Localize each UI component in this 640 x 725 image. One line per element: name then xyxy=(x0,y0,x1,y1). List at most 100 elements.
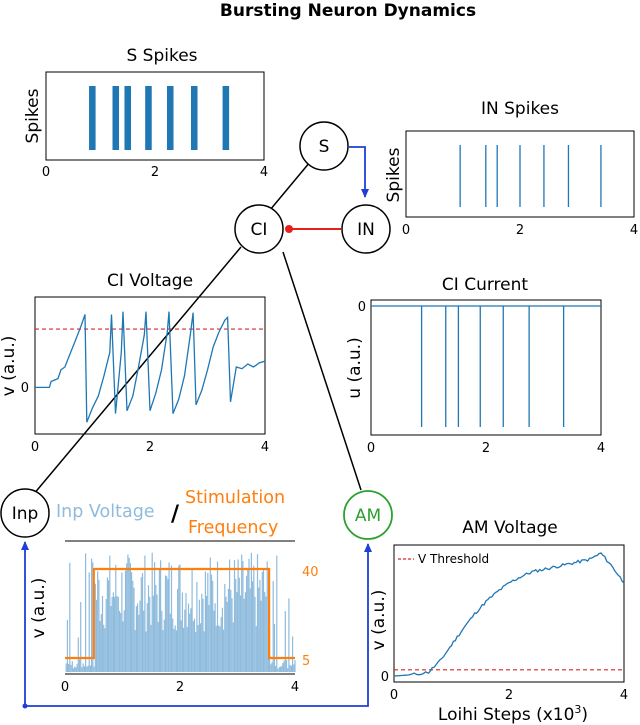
inp-voltage-bar xyxy=(80,602,82,672)
inp-voltage-bar xyxy=(248,558,250,672)
in-spikes-frame xyxy=(405,130,635,218)
edge-ci-inp xyxy=(32,246,242,496)
inp-voltage-bars xyxy=(65,552,296,672)
inp-voltage-bar xyxy=(112,592,114,672)
inp-voltage-bar xyxy=(122,621,124,672)
inp-voltage-bar xyxy=(139,600,141,672)
inp-voltage-bar xyxy=(160,560,162,672)
inp-voltage-bar xyxy=(284,611,286,672)
am-voltage-title: AM Voltage xyxy=(462,518,557,538)
inp-voltage-bar xyxy=(115,564,117,672)
ci-current-x-tick-2: 2 xyxy=(482,441,490,456)
inp-voltage-bar xyxy=(265,596,267,672)
arrow-am-feed xyxy=(25,543,372,707)
inp-voltage-bar xyxy=(76,664,78,672)
ci-current-title: CI Current xyxy=(442,275,528,295)
inp-voltage-bar xyxy=(127,554,129,672)
stim-tick-5: 5 xyxy=(302,654,310,669)
node-s: S xyxy=(299,121,349,171)
inhibit-dot xyxy=(285,225,293,233)
inp-voltage-bar xyxy=(117,596,119,672)
node-am: AM xyxy=(343,490,393,540)
stim-title-line2: Frequency xyxy=(188,518,278,538)
inp-voltage-bar xyxy=(74,666,76,672)
inp-voltage-bar xyxy=(287,668,289,672)
ci-x-tick-4: 4 xyxy=(261,440,269,455)
inp-voltage-bar xyxy=(154,562,156,672)
ci-current-marks xyxy=(371,305,601,427)
inp-voltage-bar xyxy=(173,629,175,672)
in-spikes-marks xyxy=(459,145,602,207)
inp-voltage-bar xyxy=(223,629,225,672)
inp-voltage-bar xyxy=(276,555,278,672)
inp-voltage-bar xyxy=(277,668,279,672)
ci-current-ylabel: u (a.u.) xyxy=(345,337,365,398)
inp-voltage-bar xyxy=(164,575,167,672)
inp-voltage-bar xyxy=(132,580,134,672)
inp-voltage-bar xyxy=(100,614,102,672)
inp-voltage-bar xyxy=(151,552,153,672)
inp-voltage-bar xyxy=(208,604,210,672)
s-spikes-frame xyxy=(45,71,265,161)
inp-voltage-bar xyxy=(225,596,227,672)
panel-ci-current: CI Current u (a.u.) 0 0 2 4 xyxy=(345,275,605,456)
inp-voltage-bar xyxy=(133,587,135,672)
node-ci-label: CI xyxy=(251,220,268,240)
inp-voltage-bar xyxy=(215,625,217,672)
inp-x-tick-0: 0 xyxy=(61,680,69,695)
inp-voltage-bar xyxy=(236,592,238,672)
in-x-tick-0: 0 xyxy=(402,223,410,238)
inp-voltage-bar xyxy=(88,572,90,672)
inp-voltage-bar xyxy=(81,667,83,672)
inp-voltage-title: Inp Voltage xyxy=(56,502,155,522)
node-am-label: AM xyxy=(355,506,381,526)
inp-voltage-bar xyxy=(184,609,186,672)
inp-voltage-bar xyxy=(169,613,171,672)
inp-voltage-bar xyxy=(110,606,112,672)
inp-voltage-bar xyxy=(198,599,200,672)
inp-voltage-bar xyxy=(272,581,274,672)
inp-voltage-bar xyxy=(95,599,98,672)
in-x-tick-2: 2 xyxy=(516,223,524,238)
inp-voltage-bar xyxy=(261,571,263,672)
am-xlabel-main: Loihi Steps (x10 xyxy=(438,705,575,725)
inp-voltage-bar xyxy=(98,579,100,672)
s-x-tick-4: 4 xyxy=(260,165,268,180)
ci-voltage-trace xyxy=(35,311,266,423)
inp-voltage-bar xyxy=(129,563,131,672)
inp-voltage-bar xyxy=(94,583,96,672)
s-x-tick-0: 0 xyxy=(42,165,50,180)
inp-voltage-bar xyxy=(157,621,159,672)
inp-voltage-bar xyxy=(207,572,209,672)
inp-voltage-bar xyxy=(216,561,219,672)
inp-voltage-bar xyxy=(260,600,262,672)
inp-voltage-bar xyxy=(93,666,95,672)
inp-voltage-bar xyxy=(137,603,139,672)
inp-voltage-bar xyxy=(152,595,154,672)
panel-ci-voltage: CI Voltage v (a.u.) 0 0 2 4 xyxy=(0,271,269,455)
inp-voltage-bar xyxy=(238,577,240,672)
inp-voltage-bar xyxy=(197,625,199,672)
inp-voltage-bar xyxy=(116,595,118,672)
am-x-tick-2: 2 xyxy=(505,688,513,703)
inp-voltage-bar xyxy=(178,565,180,672)
inp-voltage-bar xyxy=(278,667,280,672)
inp-voltage-bar xyxy=(196,582,198,672)
inp-voltage-bar xyxy=(266,561,268,672)
inp-voltage-bar xyxy=(209,557,211,672)
legend-threshold-label: V Threshold xyxy=(418,552,489,566)
inp-voltage-bar xyxy=(99,621,101,672)
node-inp-label: Inp xyxy=(12,504,39,524)
inp-voltage-bar xyxy=(258,587,260,672)
inp-voltage-bar xyxy=(210,574,213,672)
s-spike-3 xyxy=(145,86,152,150)
inp-voltage-bar xyxy=(103,624,105,672)
inp-voltage-bar xyxy=(285,660,288,672)
inp-voltage-bar xyxy=(203,631,205,672)
inp-voltage-bar xyxy=(237,559,239,672)
inp-voltage-bar xyxy=(146,603,148,672)
inp-voltage-bar xyxy=(221,607,223,672)
inp-voltage-bar xyxy=(72,668,75,672)
inp-voltage-bar xyxy=(247,569,249,672)
